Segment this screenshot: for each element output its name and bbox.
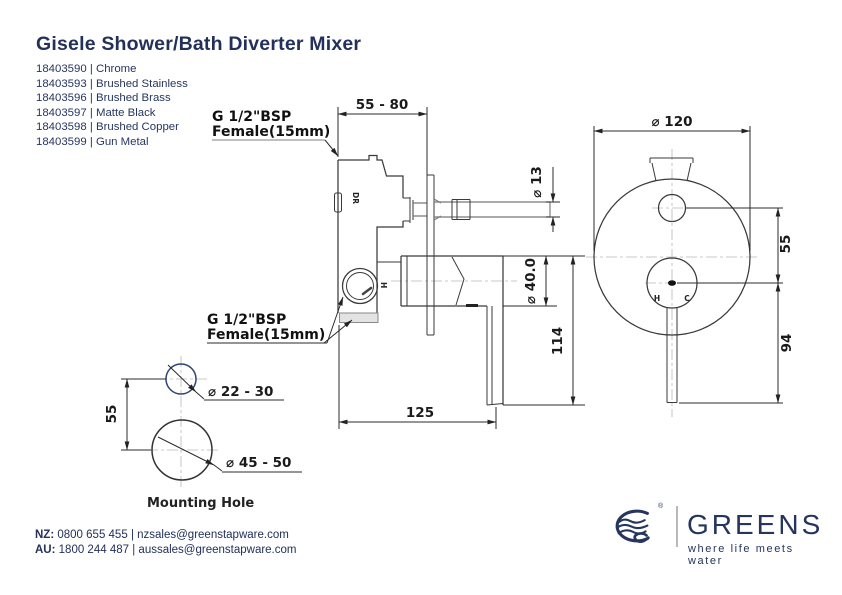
mounting-hole-diagram: 55 ⌀ 22 - 30 ⌀ 45 - 50 Mounting Hole <box>104 356 302 511</box>
product-code-list: 18403590 | Chrome 18403593 | Brushed Sta… <box>36 62 188 150</box>
bsp-label-bottom-line2: Female(15mm) <box>207 327 325 343</box>
dim-length-125: 125 <box>406 405 434 421</box>
large-mounting-hole <box>151 419 213 481</box>
registered-mark: ® <box>658 503 664 510</box>
dr-port-label: DR <box>351 192 360 204</box>
brand-logo: ® GREENS where life meets water <box>606 500 826 570</box>
dim-lever-94: 94 <box>779 334 795 353</box>
au-phone: 1800 244 487 <box>58 544 130 557</box>
dim-large-hole: ⌀ 45 - 50 <box>226 455 291 471</box>
hot-indicator: H <box>654 294 660 303</box>
bsp-label-top-line1: G 1/2"BSP <box>212 109 291 125</box>
contact-nz: NZ: 0800 655 455 | nzsales@greenstapware… <box>35 528 296 543</box>
product-code: 18403590 | Chrome <box>36 63 137 75</box>
brand-tagline: where life meets water <box>688 543 794 567</box>
side-view: DR H 55 - 80 ⌀ 13 ⌀ 40.0 114 125 G 1/ <box>207 97 585 429</box>
dim-depth-range: 55 - 80 <box>356 97 409 113</box>
logo-divider <box>676 506 678 547</box>
product-code: 18403599 | Gun Metal <box>36 135 149 148</box>
contact-footer: NZ: 0800 655 455 | nzsales@greenstapware… <box>35 528 296 559</box>
contact-au: AU: 1800 244 487 | aussales@greenstapwar… <box>35 543 296 558</box>
nz-phone: 0800 655 455 <box>57 529 128 541</box>
nz-email: nzsales@greenstapware.com <box>137 529 289 541</box>
brand-wordmark: GREENS <box>687 509 824 540</box>
separator: | <box>132 544 136 557</box>
dim-spacing-55: 55 <box>778 235 794 254</box>
product-code: 18403596 | Brushed Brass <box>36 92 171 105</box>
mounting-hole-caption: Mounting Hole <box>147 496 254 511</box>
bsp-label-top-line2: Female(15mm) <box>212 124 330 140</box>
product-code: 18403597 | Matte Black <box>36 106 156 119</box>
dim-body-dia: ⌀ 40.0 <box>523 258 539 304</box>
nz-label: NZ: <box>35 529 55 541</box>
page-title: Gisele Shower/Bath Diverter Mixer <box>36 33 362 55</box>
hot-port-label: H <box>379 282 388 288</box>
dim-small-hole: ⌀ 22 - 30 <box>208 384 273 400</box>
dim-spout-dia: ⌀ 13 <box>529 166 545 198</box>
cold-indicator: C <box>684 294 690 303</box>
mounting-bracket <box>339 312 379 323</box>
dim-plate-dia: ⌀ 120 <box>651 114 692 130</box>
greens-g-monogram-icon <box>615 509 650 543</box>
front-view: H C ⌀ 120 55 94 <box>586 114 795 417</box>
product-code: 18403598 | Brushed Copper <box>36 121 179 134</box>
product-code: 18403593 | Brushed Stainless <box>36 77 188 90</box>
separator: | <box>130 529 134 541</box>
au-email: aussales@greenstapware.com <box>138 544 297 557</box>
dim-height-114: 114 <box>550 327 566 355</box>
bsp-label-bottom-line1: G 1/2"BSP <box>207 312 286 328</box>
dim-mount-spacing-55: 55 <box>104 405 120 424</box>
au-label: AU: <box>35 544 56 557</box>
